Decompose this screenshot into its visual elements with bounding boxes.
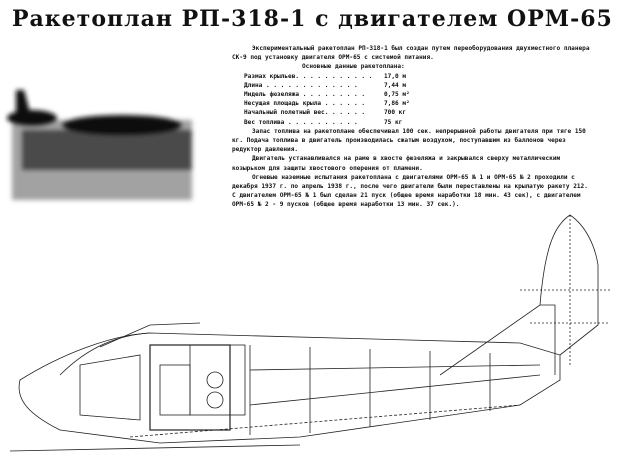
spec-name: Размах крыльев. . . . . . . . . . . [244, 72, 373, 80]
spec-row: Мидель фюзеляжа . . . . . . . . . 0,75 м² [232, 90, 592, 99]
spec-value: 75 кг [384, 118, 403, 126]
engine-paragraph: Двигатель устанавливался на раме в хвост… [232, 155, 561, 172]
page-title: Ракетоплан РП-318-1 с двигателем ОРМ-65 [12, 6, 613, 32]
spec-name: Мидель фюзеляжа . . . . . . . . . [244, 91, 366, 99]
tests-paragraph: Огневые наземные испытания ракетоплана с… [232, 173, 588, 209]
description-block: Экспериментальный ракетоплан РП-318-1 бы… [232, 44, 592, 210]
spec-row: Длина . . . . . . . . . . . . . 7,44 м [232, 81, 592, 90]
intro-paragraph: Экспериментальный ракетоплан РП-318-1 бы… [232, 45, 590, 62]
spec-value: 0,75 м² [384, 91, 410, 99]
spec-row: Несущая площадь крыла . . . . . . 7,86 м² [232, 99, 592, 108]
glider-cutaway-drawing [9, 214, 610, 452]
spec-row: Размах крыльев. . . . . . . . . . . 17,0 … [232, 72, 592, 81]
spec-name: Вес топлива . . . . . . . . . . [244, 118, 358, 126]
spec-value: 7,86 м² [384, 100, 410, 108]
fuel-paragraph: Запас топлива на ракетоплане обеспечивал… [232, 127, 586, 154]
spec-row: Вес топлива . . . . . . . . . . 75 кг [232, 118, 592, 127]
spec-value: 17,0 м [384, 72, 407, 80]
spec-value: 7,44 м [384, 81, 407, 89]
spec-value: 700 кг [384, 109, 407, 117]
spec-row: Начальный полетный вес. . . . . . 700 кг [232, 108, 592, 117]
specs-heading: Основные данные ракетоплана: [302, 63, 405, 71]
spec-name: Длина . . . . . . . . . . . . . [244, 81, 358, 89]
spec-name: Несущая площадь крыла . . . . . . [244, 100, 366, 108]
glider-photo [7, 90, 192, 200]
spec-name: Начальный полетный вес. . . . . . [244, 109, 366, 117]
